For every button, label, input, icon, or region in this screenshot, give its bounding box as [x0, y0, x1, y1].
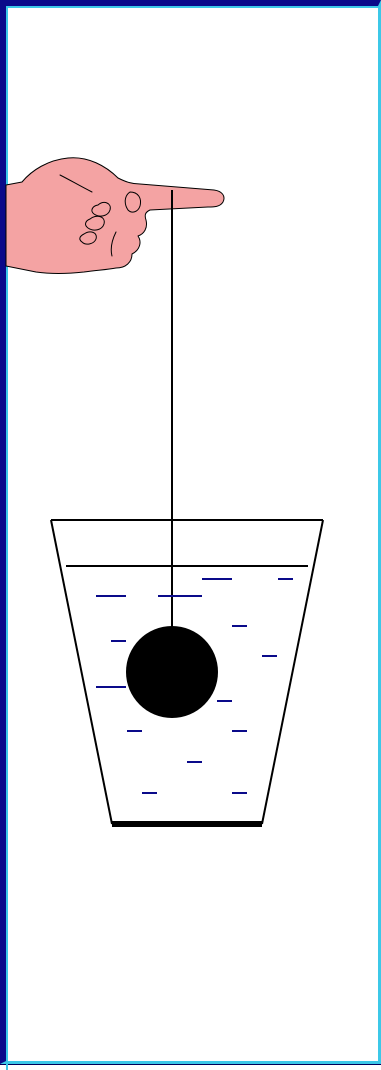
pointing-hand-icon — [6, 158, 224, 274]
hand-palm — [6, 158, 224, 274]
sphere-icon — [126, 626, 218, 718]
thumb — [125, 192, 140, 212]
